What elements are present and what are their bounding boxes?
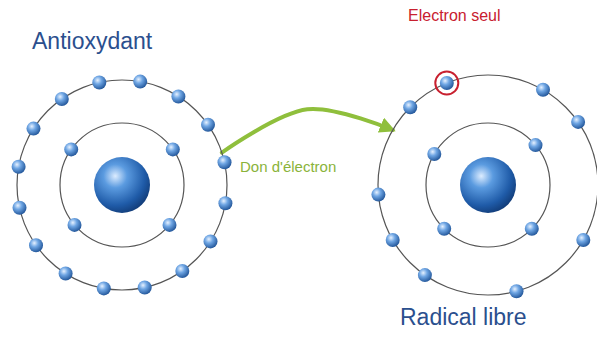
- electrons: [12, 75, 233, 296]
- electron: [571, 115, 585, 129]
- electron: [204, 234, 218, 248]
- inner-shell: [60, 123, 184, 247]
- nucleus: [94, 157, 150, 213]
- electron: [218, 196, 232, 210]
- atom-shell: Antioxydant: [17, 80, 227, 290]
- electron: [418, 268, 432, 282]
- electron: [138, 281, 152, 295]
- electron: [166, 142, 180, 156]
- antioxidant-atom: [12, 75, 233, 296]
- electron: [371, 188, 385, 202]
- inner-shell: [426, 123, 550, 247]
- electron: [175, 264, 189, 278]
- electron: [12, 160, 26, 174]
- electron: [536, 83, 550, 97]
- electrons: [371, 76, 590, 298]
- outer-shell-line: [17, 80, 227, 290]
- electron: [403, 100, 417, 114]
- electron: [133, 75, 147, 89]
- electron: [163, 218, 177, 232]
- electron: [576, 233, 590, 247]
- electron: [55, 92, 69, 106]
- electron: [13, 201, 27, 215]
- electron: [529, 138, 543, 152]
- outer-shell-line: [378, 75, 597, 295]
- electron: [68, 218, 82, 232]
- free-radical-atom: [371, 72, 590, 299]
- electron: [64, 142, 78, 156]
- electron: [92, 76, 106, 90]
- electron: [427, 147, 441, 161]
- electron: [437, 222, 451, 236]
- nucleus: [460, 157, 516, 213]
- atom-title: Radical libre: [400, 304, 527, 331]
- electron: [59, 267, 73, 281]
- outer-shell: [17, 80, 227, 290]
- electron: [386, 233, 400, 247]
- highlight-ring: [435, 72, 458, 95]
- electron-transfer-arrow: [222, 109, 393, 153]
- electron: [218, 155, 232, 169]
- callout-label: Electron seul: [408, 7, 501, 25]
- electron: [27, 122, 41, 136]
- arrow-label: Don d'électron: [238, 158, 338, 175]
- electron: [29, 238, 43, 252]
- electron: [97, 281, 111, 295]
- atom-title: Antioxydant: [32, 28, 152, 55]
- outer-shell: [378, 75, 597, 295]
- lone-electron: [440, 76, 454, 90]
- electron: [525, 222, 539, 236]
- electron: [201, 118, 215, 132]
- electron: [171, 90, 185, 104]
- electron: [510, 284, 524, 298]
- atom-shell: Radical libre: [378, 75, 597, 295]
